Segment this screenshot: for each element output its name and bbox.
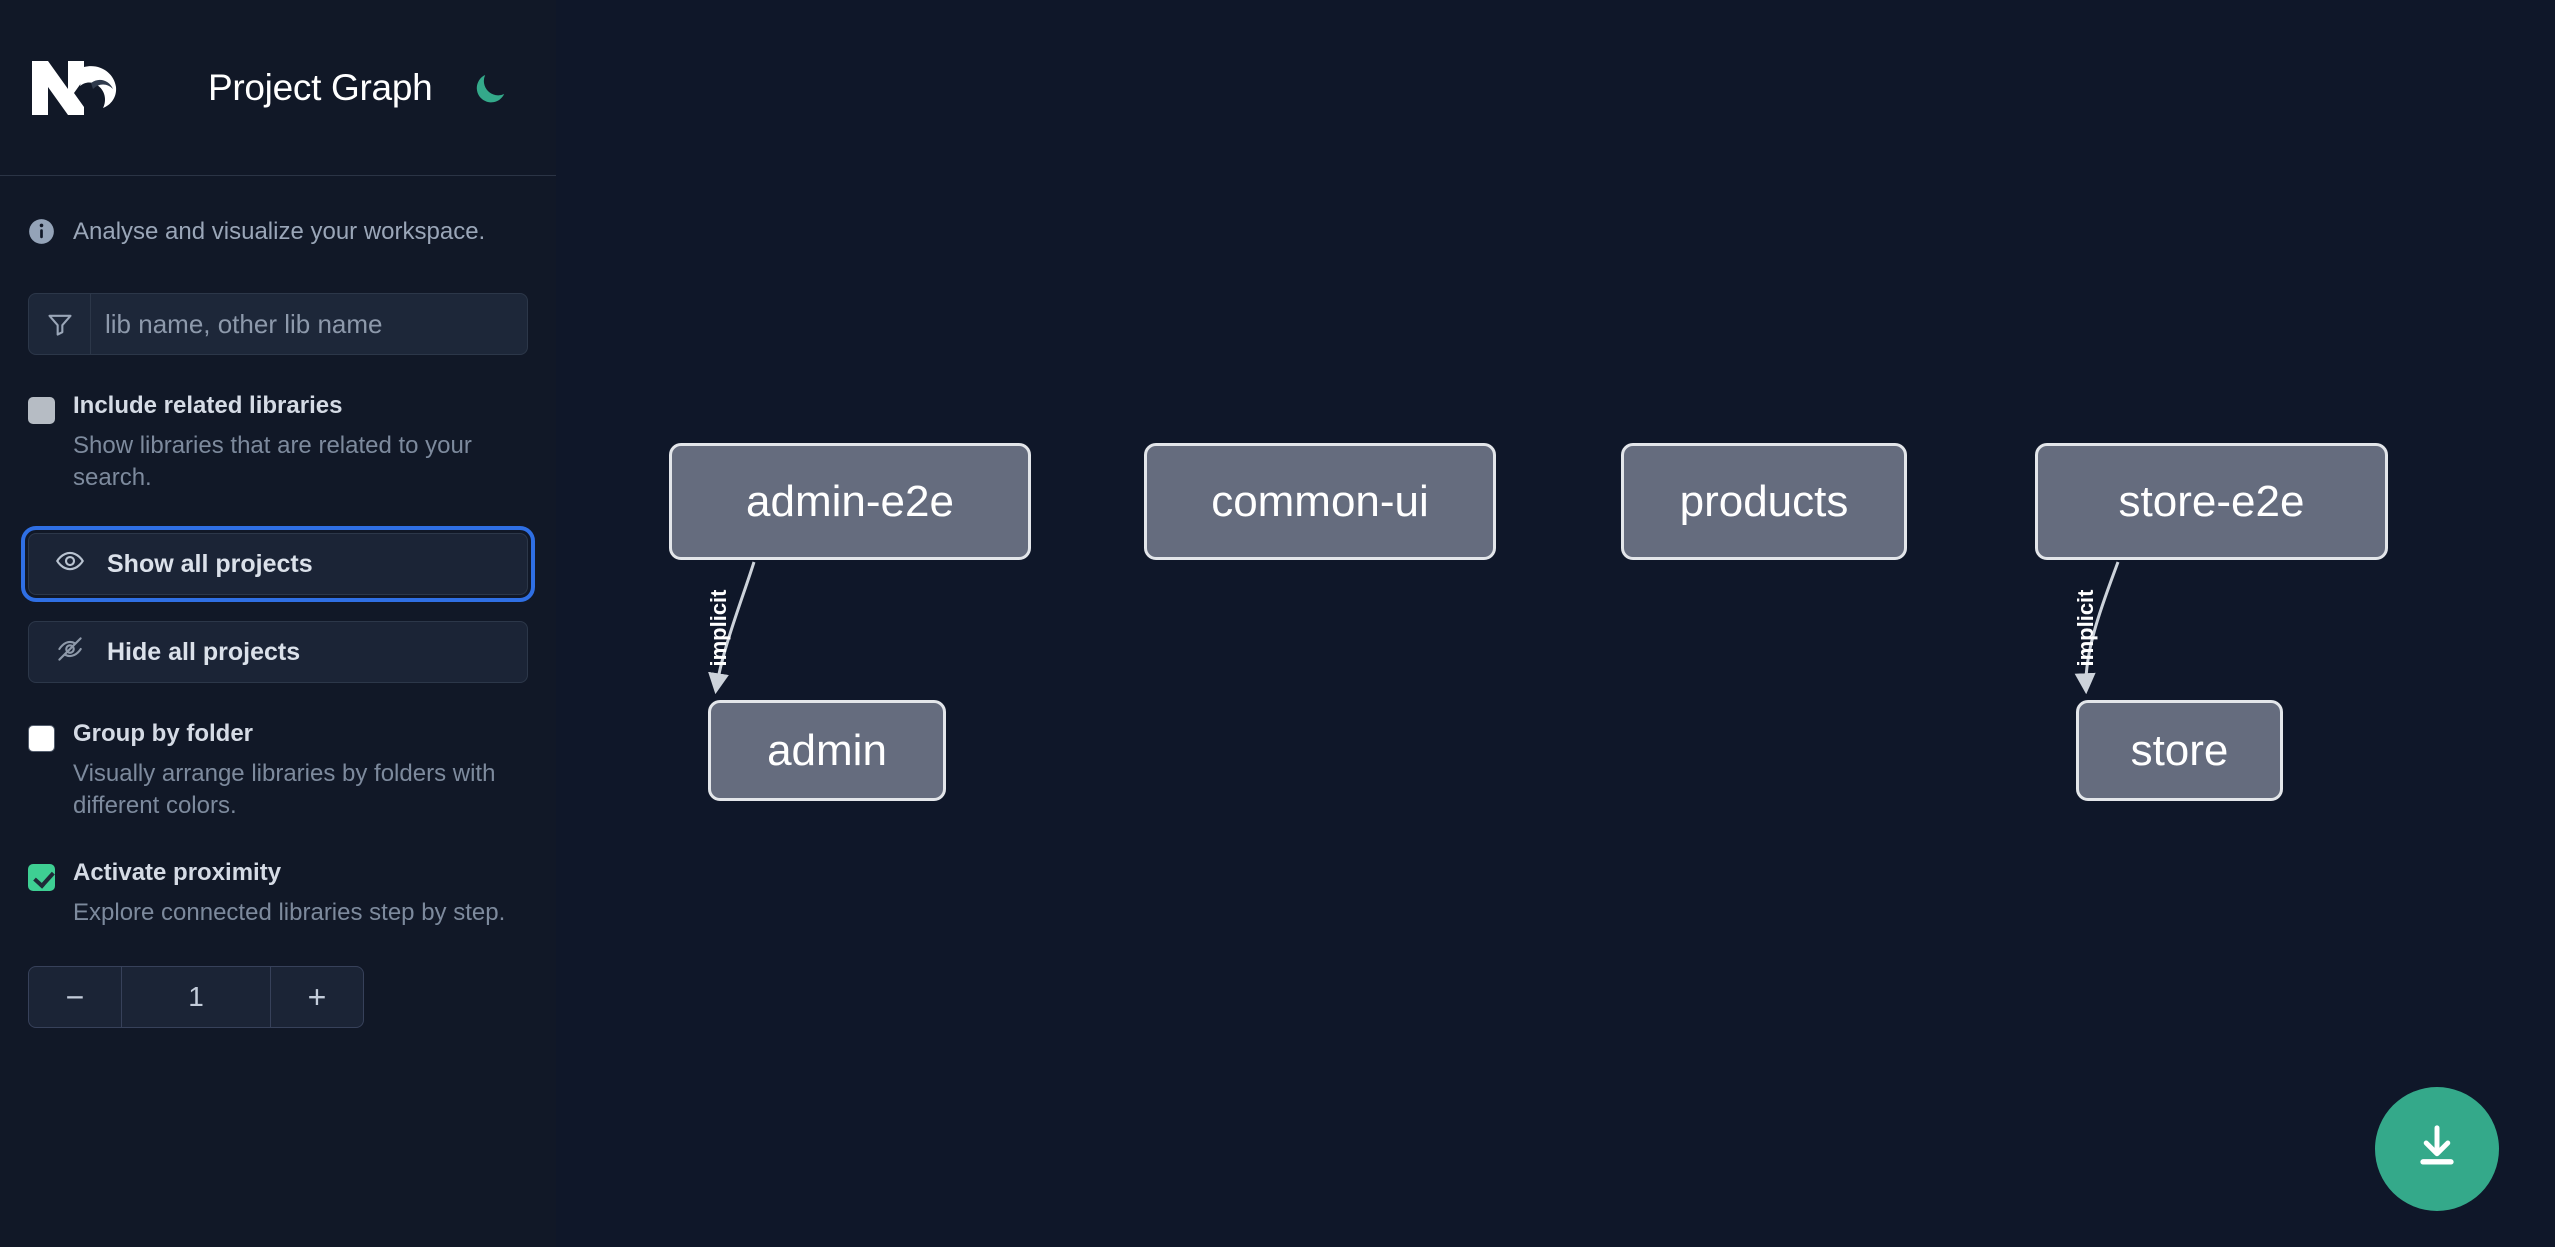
group-by-folder-checkbox[interactable] <box>28 725 55 753</box>
proximity-stepper: − 1 + <box>28 966 364 1029</box>
nx-logo-icon <box>28 57 124 119</box>
proximity-value: 1 <box>188 981 204 1013</box>
proximity-decrement-button[interactable]: − <box>29 967 122 1028</box>
graph-edges: implicit implicit <box>706 561 2120 695</box>
option-include-related-libraries: Include related libraries Show libraries… <box>28 392 528 493</box>
eye-off-icon <box>55 634 85 671</box>
edge-label-admin-e2e-admin: implicit <box>706 589 731 667</box>
download-button[interactable] <box>2375 1087 2499 1211</box>
graph-node-label: admin-e2e <box>746 476 954 526</box>
show-all-projects-label: Show all projects <box>107 549 313 578</box>
sidebar-header: Project Graph <box>0 0 556 176</box>
eye-icon <box>55 546 85 583</box>
option-activate-proximity: Activate proximity Explore connected lib… <box>28 858 528 929</box>
workspace-info: Analyse and visualize your workspace. <box>28 218 528 245</box>
activate-proximity-checkbox[interactable] <box>28 863 55 891</box>
group-by-folder-label: Group by folder <box>73 720 253 748</box>
include-related-libraries-checkbox[interactable] <box>28 397 55 424</box>
graph-canvas[interactable]: implicit implicit admin-e2e common-ui pr… <box>556 0 2555 1247</box>
search-input[interactable] <box>91 294 527 354</box>
graph-node-label: store <box>2130 725 2229 775</box>
graph-node-label: store-e2e <box>2118 476 2305 526</box>
edge-store-e2e-to-store <box>2074 561 2120 695</box>
include-related-libraries-label: Include related libraries <box>73 392 343 419</box>
include-related-libraries-description: Show libraries that are related to your … <box>73 432 472 491</box>
graph-node-products[interactable]: products <box>1621 443 1907 560</box>
graph-node-admin-e2e[interactable]: admin-e2e <box>669 443 1031 560</box>
filter-box[interactable] <box>28 293 528 355</box>
activate-proximity-description: Explore connected libraries step by step… <box>73 898 506 926</box>
filter-funnel-icon <box>29 294 91 354</box>
moon-icon[interactable] <box>468 66 512 110</box>
sidebar-body: Analyse and visualize your workspace. In… <box>0 218 556 1029</box>
download-icon <box>2410 1120 2464 1179</box>
hide-all-projects-button[interactable]: Hide all projects <box>28 621 528 684</box>
option-group-by-folder: Group by folder Visually arrange librari… <box>28 720 528 821</box>
graph-node-admin[interactable]: admin <box>708 700 946 801</box>
sidebar: Project Graph Analyse and visualize your… <box>0 0 556 1247</box>
edge-label-store-e2e-store: implicit <box>2073 589 2098 667</box>
graph-node-label: common-ui <box>1211 476 1429 526</box>
activate-proximity-label: Activate proximity <box>73 858 282 886</box>
group-by-folder-description: Visually arrange libraries by folders wi… <box>73 760 496 820</box>
edge-admin-e2e-to-admin <box>708 561 756 695</box>
graph-node-label: admin <box>767 725 887 775</box>
graph-node-common-ui[interactable]: common-ui <box>1144 443 1496 560</box>
show-all-projects-button[interactable]: Show all projects <box>21 526 535 603</box>
hide-all-projects-label: Hide all projects <box>107 637 301 666</box>
workspace-info-text: Analyse and visualize your workspace. <box>73 217 486 245</box>
proximity-increment-button[interactable]: + <box>270 967 363 1028</box>
info-icon <box>28 218 55 245</box>
graph-node-store[interactable]: store <box>2076 700 2283 801</box>
graph-node-store-e2e[interactable]: store-e2e <box>2035 443 2388 560</box>
graph-node-label: products <box>1679 476 1849 526</box>
page-title: Project Graph <box>208 66 433 108</box>
